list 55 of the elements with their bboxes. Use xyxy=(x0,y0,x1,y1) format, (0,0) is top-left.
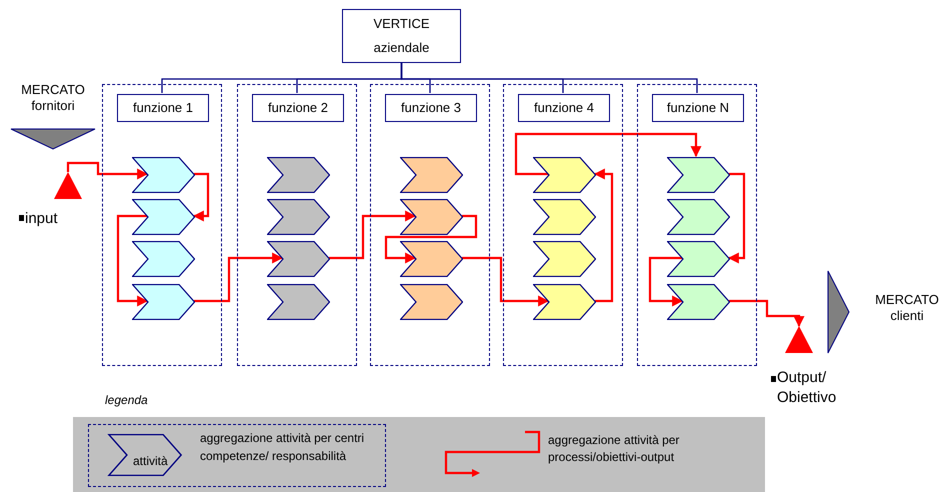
dashed-column-frame xyxy=(503,84,623,366)
caption-text: input xyxy=(25,210,58,227)
flow-arrow xyxy=(192,172,210,222)
chevron-shape xyxy=(267,199,330,235)
vertex-text: VERTICE aziendale xyxy=(372,15,431,57)
legend-text: aggregazione attività per processi/obiettivi-output xyxy=(548,432,680,466)
flow-arrow xyxy=(194,252,284,302)
caption-text: attività xyxy=(133,454,168,468)
chevron-shape xyxy=(667,284,730,320)
triangle-marker xyxy=(785,326,813,353)
chevron-shape xyxy=(533,284,596,320)
chevron-shape xyxy=(400,199,463,235)
chevron-shape xyxy=(400,284,463,320)
chevron-shape xyxy=(533,199,596,235)
caption-text: Output/ Obiettivo xyxy=(777,368,838,408)
vertex-box xyxy=(342,9,461,63)
chevron-shape xyxy=(132,157,195,193)
chevron-shape xyxy=(267,241,330,277)
chevron-shape xyxy=(667,157,730,193)
chevron-shape xyxy=(533,157,596,193)
flow-arrow xyxy=(514,132,702,176)
chevron-shape xyxy=(400,241,463,277)
flow-arrow xyxy=(729,300,804,328)
market-label: MERCATO clienti xyxy=(874,292,940,324)
market-label: MERCATO fornitori xyxy=(20,82,86,114)
chevron-shape xyxy=(533,241,596,277)
dashed-column-frame xyxy=(237,84,357,366)
function-box: funzione 4 xyxy=(518,94,610,122)
flow-arrow xyxy=(116,214,148,306)
chevron-shape xyxy=(667,199,730,235)
caption-text: legenda xyxy=(105,393,148,407)
chevron-shape xyxy=(132,199,195,235)
flow-arrow xyxy=(648,256,684,306)
chevron-shape xyxy=(132,241,195,277)
flow-arrow xyxy=(728,172,746,264)
connector-line xyxy=(400,63,698,93)
chevron-shape xyxy=(400,157,463,193)
function-box: funzione 2 xyxy=(252,94,344,122)
legend-text: aggregazione attività per centri competenze/ responsabilità xyxy=(200,430,365,465)
chevron-shape xyxy=(267,284,330,320)
flow-arrow xyxy=(462,256,550,306)
chevron-shape xyxy=(267,157,330,193)
flow-arrow xyxy=(66,162,148,180)
flow-arrow xyxy=(594,168,614,302)
dashed-column-frame xyxy=(370,84,490,366)
function-box: funzione N xyxy=(652,94,744,122)
function-box: funzione 1 xyxy=(117,94,209,122)
triangle-marker xyxy=(54,172,82,199)
flow-arrow xyxy=(384,214,478,264)
chevron-shape xyxy=(132,284,195,320)
chevron-shape xyxy=(667,241,730,277)
function-box: funzione 3 xyxy=(385,94,477,122)
dashed-column-frame xyxy=(637,84,757,366)
flow-arrow xyxy=(329,210,416,260)
dashed-column-frame xyxy=(102,84,222,366)
